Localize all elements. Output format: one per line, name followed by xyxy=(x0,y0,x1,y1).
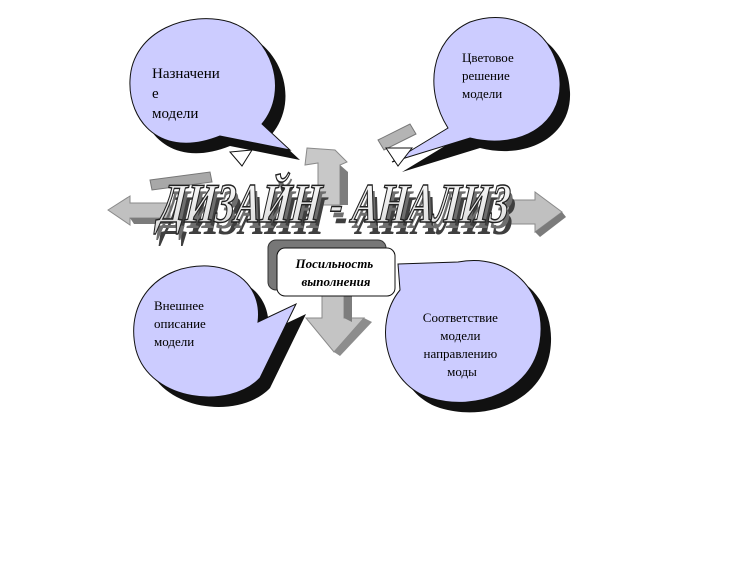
center-box: Посильность выполнения xyxy=(267,239,396,297)
arrow-down xyxy=(304,289,372,356)
arrow-left xyxy=(107,195,174,226)
bubble-top-left-text: Назначени е модели xyxy=(152,66,224,122)
bubble-bottom-right: Соответствие модели направлению моды xyxy=(385,260,552,413)
bubble-top-right-line-2: решение xyxy=(462,68,510,83)
bubble-top-left-body xyxy=(129,18,292,151)
center-box-face xyxy=(276,247,396,297)
title-shadow-2: ДИЗАЙН - АНАЛИЗ xyxy=(156,177,516,241)
bubble-top-right: Цветовое решение модели xyxy=(385,17,571,172)
bubble-bottom-left-line-3: модели xyxy=(154,334,194,349)
bubble-top-right-body xyxy=(391,17,561,163)
bubble-top-right-text: Цветовое решение модели xyxy=(462,50,517,101)
bubble-top-right-line-3: модели xyxy=(462,86,502,101)
diagram-title: ДИЗАЙН - АНАЛИЗ ДИЗАЙН - АНАЛИЗ ДИЗАЙН -… xyxy=(152,170,518,247)
bubble-bottom-left-text: Внешнее описание модели xyxy=(154,298,209,349)
bubble-top-left-line-3: модели xyxy=(152,106,198,122)
center-box-text: Посильность выполнения xyxy=(294,256,376,289)
bubble-bottom-right-line-1: Соответствие xyxy=(423,310,498,325)
bubble-bottom-left-line-1: Внешнее xyxy=(154,298,204,313)
title-face: ДИЗАЙН - АНАЛИЗ xyxy=(153,171,513,235)
arrow-top-right-bar xyxy=(377,123,417,151)
bubble-bottom-left-body xyxy=(133,265,298,398)
bubble-bottom-left-line-2: описание xyxy=(154,316,206,331)
bubble-bottom-right-line-3: направлению xyxy=(424,346,498,361)
bubble-bottom-right-text: Соответствие модели направлению моды xyxy=(423,310,501,379)
center-box-line-2: выполнения xyxy=(301,274,370,289)
bubble-bottom-left: Внешнее описание модели xyxy=(133,265,306,407)
bubble-top-left-line-2: е xyxy=(152,86,159,102)
bubble-top-left: Назначени е модели xyxy=(129,18,300,167)
arrow-right xyxy=(504,191,566,237)
bubble-top-left-line-1: Назначени xyxy=(152,66,220,82)
center-box-line-1: Посильность xyxy=(294,256,373,271)
arrow-up xyxy=(304,147,348,206)
title-shadow: ДИЗАЙН - АНАЛИЗ xyxy=(158,183,518,247)
bubble-bottom-right-line-4: моды xyxy=(447,364,477,379)
bubble-top-right-line-1: Цветовое xyxy=(462,50,514,65)
bubble-bottom-right-line-2: модели xyxy=(440,328,480,343)
bubble-bottom-right-body xyxy=(385,260,542,403)
arrow-top-left-bar xyxy=(149,171,213,191)
